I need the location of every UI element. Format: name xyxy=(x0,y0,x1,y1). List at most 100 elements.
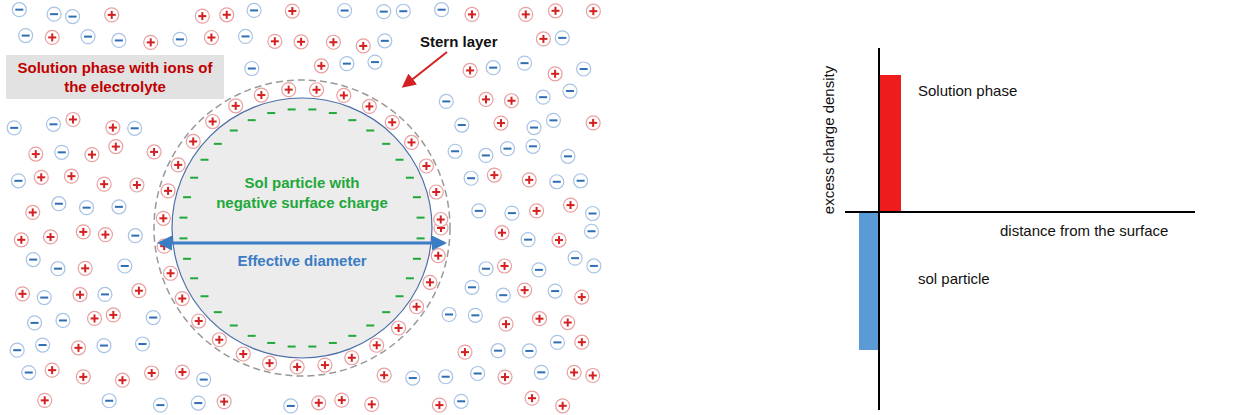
stern-label: Stern layer xyxy=(420,33,498,50)
anion xyxy=(472,204,486,218)
cation xyxy=(282,83,296,97)
anion xyxy=(66,10,80,24)
anion xyxy=(239,29,253,43)
anion xyxy=(491,344,505,358)
cation xyxy=(505,94,519,108)
cation xyxy=(263,356,277,370)
cation xyxy=(586,116,600,130)
cation xyxy=(423,275,437,289)
cation xyxy=(34,170,48,184)
cation xyxy=(132,284,146,298)
cation xyxy=(314,59,328,73)
cation xyxy=(78,261,92,275)
anion xyxy=(586,207,600,221)
cation xyxy=(164,266,178,280)
anion xyxy=(479,148,493,162)
particle-node: Sol particle with negative surface charg… xyxy=(172,98,432,358)
solution-bar xyxy=(880,75,901,212)
anion xyxy=(55,145,69,159)
surface-charge xyxy=(267,112,275,114)
anion xyxy=(368,55,382,69)
anion xyxy=(585,224,599,238)
anion xyxy=(146,311,160,325)
anion xyxy=(284,399,298,413)
surface-charge xyxy=(382,311,390,313)
cation xyxy=(45,363,59,377)
cation xyxy=(519,7,533,21)
x-axis xyxy=(845,211,1195,213)
cation xyxy=(370,338,384,352)
stern-ions xyxy=(156,83,448,374)
cation xyxy=(14,233,28,247)
solution-label-box: Solution phase with ions of the electrol… xyxy=(6,55,224,99)
anion xyxy=(496,288,510,302)
cation xyxy=(285,4,299,18)
node-text: Solution phase with ions of the electrol… xyxy=(12,58,218,96)
anion xyxy=(546,113,560,127)
pointer-arrow xyxy=(404,52,447,86)
anion xyxy=(128,121,142,135)
anion xyxy=(439,94,453,108)
cation xyxy=(356,39,370,53)
node-text: Sol particle with negative surface charg… xyxy=(212,173,392,213)
anion xyxy=(577,62,591,76)
cation xyxy=(206,115,220,129)
cation xyxy=(105,8,119,22)
axis-title: excess charge density xyxy=(820,66,837,214)
cation xyxy=(564,198,578,212)
cation xyxy=(586,4,600,18)
cation xyxy=(175,365,189,379)
anion xyxy=(10,343,24,357)
anion xyxy=(153,398,167,412)
surface-charge xyxy=(288,108,296,110)
anion xyxy=(37,291,51,305)
anion xyxy=(28,316,42,330)
axis-title: distance from the surface xyxy=(1000,222,1168,239)
cation xyxy=(419,159,433,173)
cation xyxy=(44,230,58,244)
cation xyxy=(254,88,268,102)
surface-charge xyxy=(308,346,316,348)
anion xyxy=(500,142,514,156)
surface-charge xyxy=(248,119,256,121)
surface-charge xyxy=(413,258,421,260)
surface-charge xyxy=(230,324,238,326)
cation xyxy=(85,148,99,162)
anion xyxy=(118,259,132,273)
cation xyxy=(434,213,448,227)
cation xyxy=(362,99,376,113)
anion xyxy=(197,373,211,387)
anion xyxy=(12,3,26,17)
surface-charge xyxy=(417,237,425,239)
anion xyxy=(550,335,564,349)
surface-charge xyxy=(348,335,356,337)
anion xyxy=(464,171,478,185)
anion xyxy=(112,33,126,47)
cation xyxy=(204,31,218,45)
surface-charge xyxy=(214,143,222,145)
cation xyxy=(365,397,379,411)
cation xyxy=(45,30,59,44)
anion xyxy=(563,84,577,98)
y-axis xyxy=(878,48,880,410)
cation xyxy=(294,35,308,49)
anion xyxy=(97,339,111,353)
bar-label: Solution phase xyxy=(918,82,1017,99)
anion xyxy=(378,34,392,48)
anion xyxy=(191,396,205,410)
cation xyxy=(268,34,282,48)
cation xyxy=(16,287,30,301)
cation xyxy=(312,396,326,410)
cation xyxy=(337,88,351,102)
anion xyxy=(11,174,25,188)
surface-charge xyxy=(201,295,209,297)
cation xyxy=(326,35,340,49)
anion xyxy=(245,62,259,76)
cation xyxy=(88,311,102,325)
surface-charge xyxy=(308,108,316,110)
bar-label: sol particle xyxy=(918,270,990,287)
cation xyxy=(499,317,513,331)
anion xyxy=(534,365,548,379)
particle-bar xyxy=(859,212,880,350)
